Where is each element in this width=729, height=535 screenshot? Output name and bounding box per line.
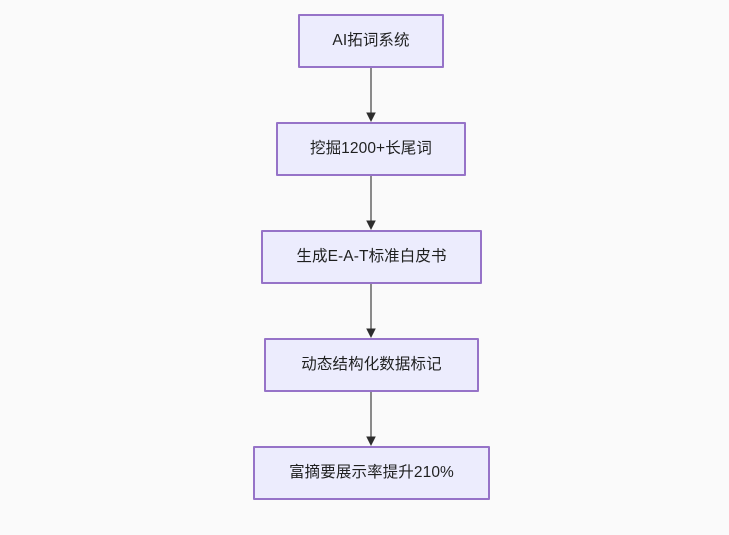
flow-node-dynamic-structured-data-markup[interactable]: 动态结构化数据标记 xyxy=(264,338,479,392)
flow-edge-n2-to-n3 xyxy=(366,176,376,230)
flow-node-ai-keyword-system[interactable]: AI拓词系统 xyxy=(298,14,444,68)
arrowhead-icon xyxy=(366,220,376,230)
flow-node-label: AI拓词系统 xyxy=(332,32,410,50)
arrowhead-icon xyxy=(366,328,376,338)
flow-edge-n3-to-n4 xyxy=(366,284,376,338)
flow-node-label: 挖掘1200+长尾词 xyxy=(309,140,433,158)
flow-node-label: 富摘要展示率提升210% xyxy=(289,464,454,482)
flow-edge-n4-to-n5 xyxy=(366,392,376,446)
arrowhead-icon xyxy=(366,112,376,122)
flow-node-mine-longtail-keywords[interactable]: 挖掘1200+长尾词 xyxy=(276,122,466,176)
flow-edge-n1-to-n2 xyxy=(366,68,376,122)
flow-node-label: 动态结构化数据标记 xyxy=(301,356,442,374)
flow-node-generate-eat-whitepaper[interactable]: 生成E-A-T标准白皮书 xyxy=(261,230,482,284)
arrowhead-icon xyxy=(366,436,376,446)
flow-node-rich-snippet-impression-uplift[interactable]: 富摘要展示率提升210% xyxy=(253,446,490,500)
flow-node-label: 生成E-A-T标准白皮书 xyxy=(296,248,447,266)
